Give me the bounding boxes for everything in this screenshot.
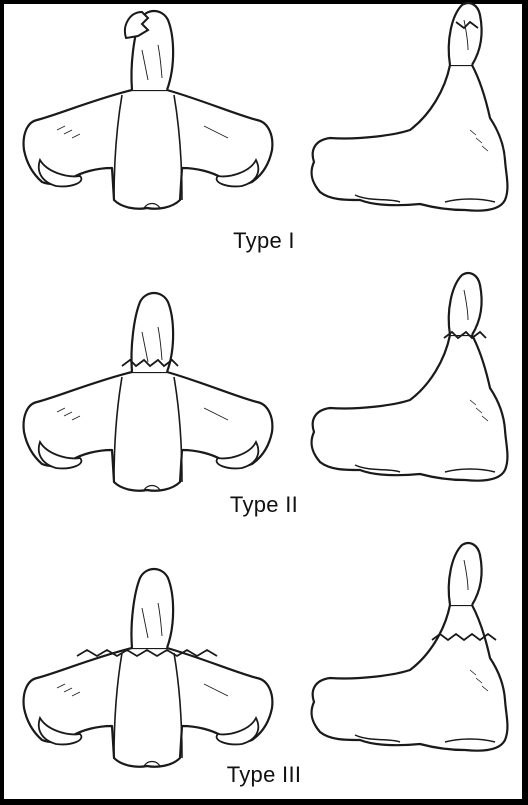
type3-label: Type III bbox=[226, 762, 302, 787]
type1-side-view bbox=[310, 1, 509, 212]
type2-front-view bbox=[22, 291, 274, 492]
type2-side-view bbox=[310, 271, 509, 482]
type1-label: Type I bbox=[233, 228, 295, 253]
type1-front-view bbox=[22, 9, 274, 210]
type3-side-view bbox=[310, 541, 509, 752]
type2-label: Type II bbox=[229, 492, 299, 517]
type3-front-view bbox=[22, 567, 274, 768]
